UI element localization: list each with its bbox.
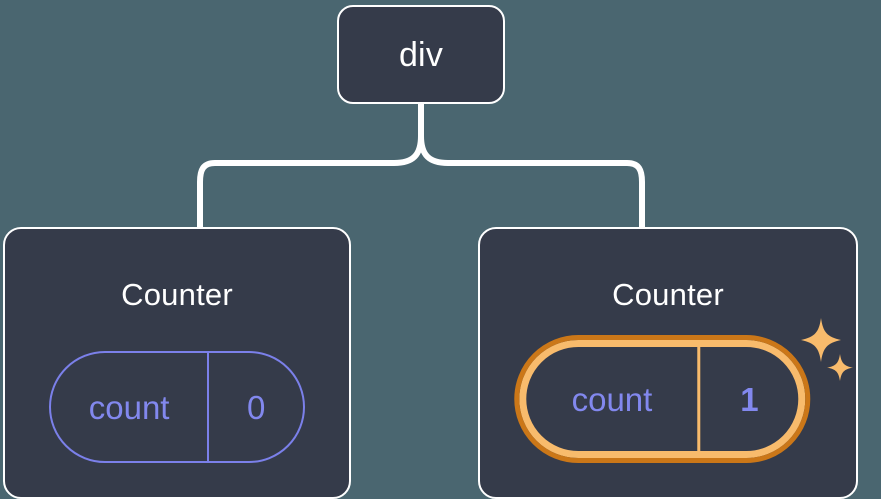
state-pill-value-right: 1 [697,347,799,451]
node-div[interactable]: div [337,5,505,104]
connector-edge-right [418,133,645,231]
node-counter-right[interactable]: Counter count 1 [478,227,858,499]
state-pill-value-left: 0 [207,353,303,461]
state-pill-key-left: count [88,388,170,426]
state-pill-count-right[interactable]: count 1 [514,335,811,463]
node-counter-right-title: Counter [612,277,724,312]
state-pill-wrap-left: count 0 [49,351,305,463]
state-pill-count-left[interactable]: count 0 [49,351,305,463]
node-counter-left-title: Counter [121,277,233,312]
node-counter-left[interactable]: Counter count 0 [3,227,351,499]
connector-edge-left [197,133,424,231]
state-pill-key-right: count [571,380,653,418]
state-pill-wrap-right: count 1 [514,335,811,463]
node-div-label: div [398,35,444,74]
